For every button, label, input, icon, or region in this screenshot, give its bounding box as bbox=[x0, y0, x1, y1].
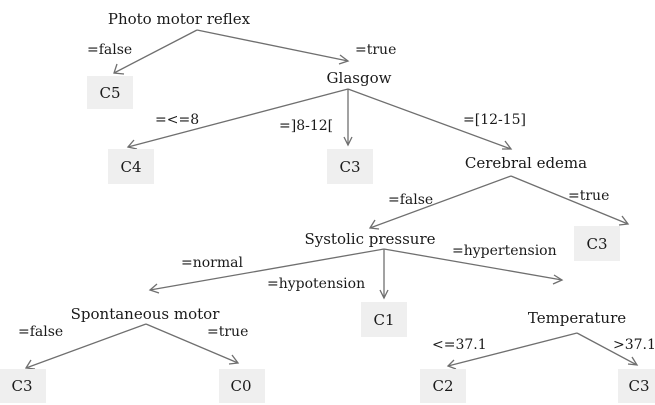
tree-nodes: Photo motor reflex Glasgow Cerebral edem… bbox=[71, 10, 627, 327]
edge-label-cerebral-false: =false bbox=[388, 192, 433, 208]
edge-label-sys-hypertension: =hypertension bbox=[452, 243, 557, 259]
leaf-c1: C1 bbox=[361, 302, 407, 337]
tree-edges bbox=[24, 29, 639, 370]
edge-spont-true bbox=[145, 323, 239, 364]
svg-text:C4: C4 bbox=[120, 158, 141, 176]
edge-label-spont-false: =false bbox=[18, 324, 63, 340]
node-spontaneous-motor: Spontaneous motor bbox=[71, 305, 221, 323]
leaf-c3-spontaneous: C3 bbox=[0, 369, 46, 403]
edge-label-temp-le: <=37.1 bbox=[432, 337, 487, 353]
edge-glasgow-12-15 bbox=[347, 88, 512, 150]
edge-labels: =false =true =<=8 =]8-12[ =[12-15] =fals… bbox=[18, 42, 655, 353]
leaf-c4: C4 bbox=[108, 149, 154, 184]
leaf-c3-cerebral: C3 bbox=[574, 226, 620, 261]
node-temperature: Temperature bbox=[528, 309, 626, 327]
svg-text:C3: C3 bbox=[11, 377, 32, 395]
leaf-c3-glasgow: C3 bbox=[327, 149, 373, 184]
edge-sys-hypertension bbox=[383, 248, 563, 281]
edge-root-true bbox=[196, 29, 349, 62]
edge-label-glasgow-12-15: =[12-15] bbox=[463, 112, 526, 128]
edge-label-spont-true: =true bbox=[207, 324, 248, 340]
edge-temp-le bbox=[447, 332, 578, 367]
edge-label-temp-gt: >37.1 bbox=[613, 337, 655, 353]
edge-label-glasgow-8-12: =]8-12[ bbox=[279, 118, 333, 134]
node-photo-motor-reflex: Photo motor reflex bbox=[108, 10, 251, 28]
leaf-c2: C2 bbox=[420, 369, 466, 403]
edge-label-cerebral-true: =true bbox=[568, 188, 609, 204]
svg-text:C3: C3 bbox=[586, 235, 607, 253]
tree-leaves: C5 C4 C3 C3 C1 C3 C0 C2 bbox=[0, 76, 655, 403]
svg-text:C1: C1 bbox=[373, 311, 394, 329]
svg-text:C3: C3 bbox=[628, 377, 649, 395]
edge-cerebral-false bbox=[369, 175, 512, 229]
edge-label-glasgow-le8: =<=8 bbox=[155, 112, 199, 128]
node-glasgow: Glasgow bbox=[327, 69, 392, 87]
edge-label-sys-normal: =normal bbox=[181, 255, 243, 271]
edge-label-root-false: =false bbox=[87, 42, 132, 58]
leaf-c3-temperature: C3 bbox=[618, 369, 655, 403]
svg-text:C2: C2 bbox=[432, 377, 453, 395]
edge-label-root-true: =true bbox=[355, 42, 396, 58]
svg-text:C0: C0 bbox=[230, 377, 251, 395]
leaf-c5: C5 bbox=[87, 76, 133, 109]
node-cerebral-edema: Cerebral edema bbox=[465, 154, 587, 172]
edge-cerebral-true bbox=[510, 175, 629, 225]
node-systolic-pressure: Systolic pressure bbox=[304, 230, 435, 248]
edge-label-sys-hypotension: =hypotension bbox=[267, 276, 365, 292]
edge-glasgow-le8 bbox=[127, 88, 349, 148]
svg-text:C3: C3 bbox=[339, 158, 360, 176]
edge-temp-gt bbox=[576, 332, 638, 366]
edge-sys-normal bbox=[149, 248, 385, 291]
edge-root-false bbox=[113, 29, 198, 74]
leaf-c0: C0 bbox=[219, 369, 265, 403]
svg-text:C5: C5 bbox=[99, 84, 120, 102]
edge-spont-false bbox=[25, 323, 147, 369]
